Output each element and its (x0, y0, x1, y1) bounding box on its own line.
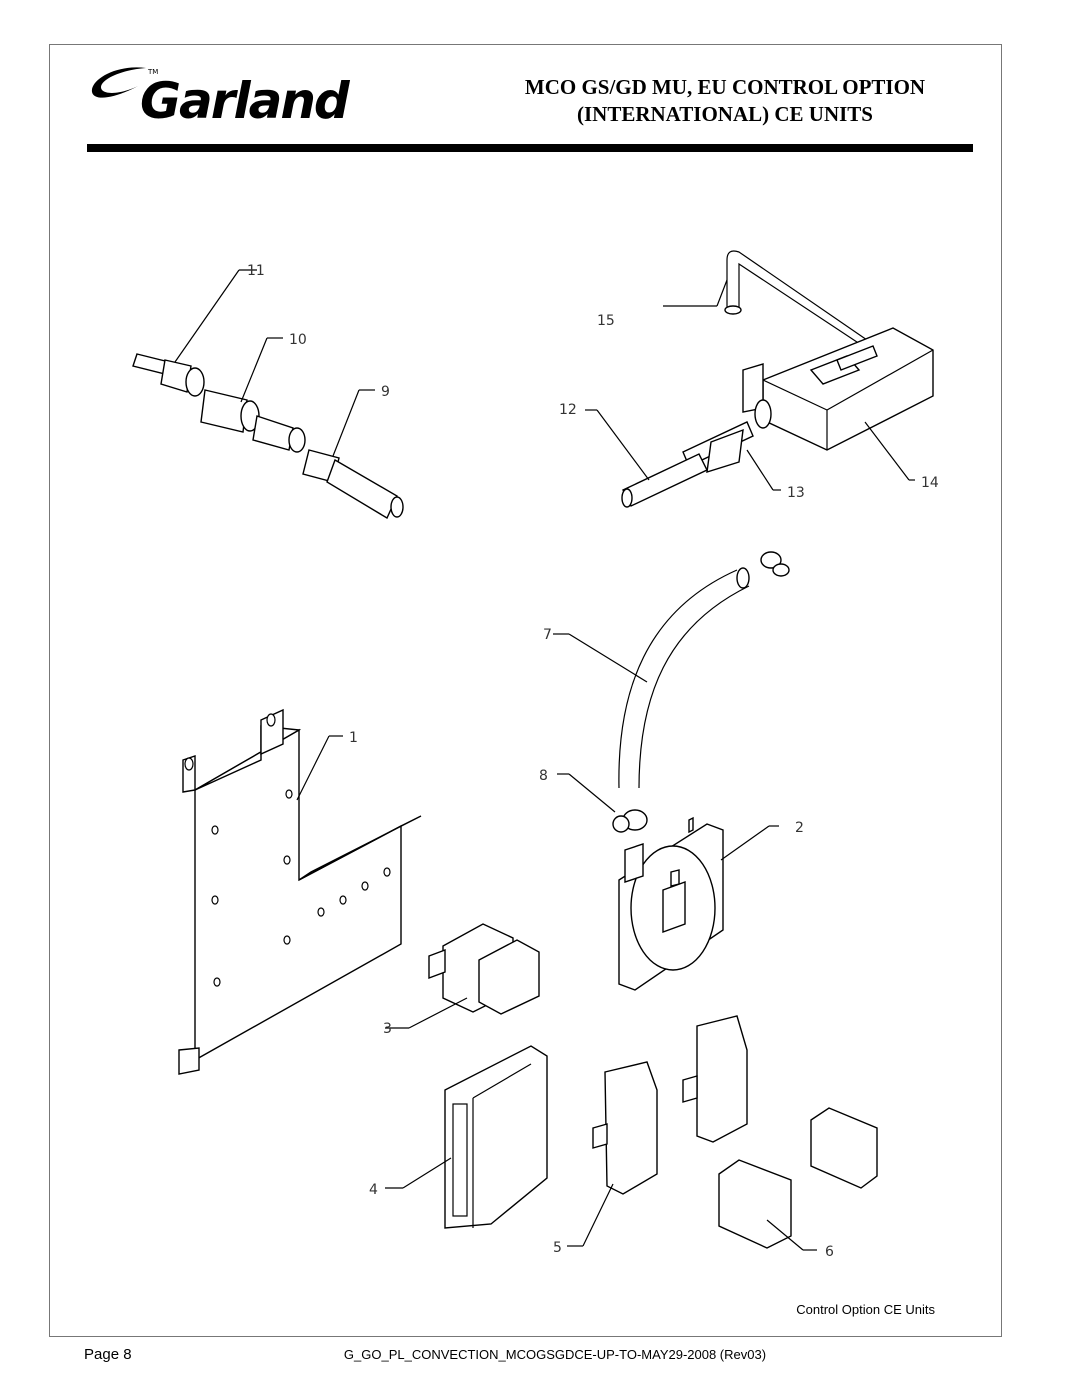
pressure-switch (618, 816, 779, 991)
cap-part-8 (557, 773, 648, 833)
mounting-plate (178, 708, 422, 1075)
callout-9: 9 (381, 384, 390, 400)
relay-socket-right (682, 1015, 748, 1143)
transformer (385, 923, 540, 1029)
relay-socket-left (567, 1061, 658, 1247)
callout-2: 2 (795, 820, 804, 836)
hose-assembly (553, 551, 790, 789)
callout-1: 1 (349, 730, 358, 746)
callout-11: 11 (247, 263, 265, 279)
callout-4: 4 (369, 1182, 378, 1198)
page-number: Page 8 (84, 1346, 132, 1363)
title-line-2: (INTERNATIONAL) CE UNITS (577, 102, 873, 126)
header-rule (87, 144, 973, 152)
logo-wordmark: Garland (140, 72, 350, 130)
document-id: G_GO_PL_CONVECTION_MCOGSGDCE-UP-TO-MAY29… (343, 1347, 767, 1362)
exploded-parts-diagram: 11 10 9 15 12 13 14 (132, 250, 939, 1260)
logo-swoosh: TM (91, 67, 158, 98)
callout-15: 15 (597, 313, 615, 329)
tube-bracket-assembly (585, 250, 934, 508)
page-frame (49, 44, 1002, 1337)
gas-fitting-assembly (132, 269, 404, 520)
trademark-symbol: TM (147, 68, 158, 76)
callout-5: 5 (553, 1240, 562, 1256)
ignition-module (385, 1045, 548, 1229)
figure-caption: Control Option CE Units (796, 1302, 935, 1317)
callout-10: 10 (289, 332, 307, 348)
callout-6: 6 (825, 1244, 834, 1260)
callout-12: 12 (559, 402, 577, 418)
callout-3: 3 (383, 1021, 392, 1037)
callout-8: 8 (539, 768, 548, 784)
callout-14: 14 (921, 475, 939, 491)
callout-7: 7 (543, 627, 552, 643)
title-line-1: MCO GS/GD MU, EU CONTROL OPTION (524, 75, 926, 99)
callout-13: 13 (787, 485, 805, 501)
relays (718, 1107, 878, 1251)
garland-logo: TM Garland (86, 62, 356, 140)
page-title: MCO GS/GD MU, EU CONTROL OPTION (INTERNA… (470, 74, 980, 128)
